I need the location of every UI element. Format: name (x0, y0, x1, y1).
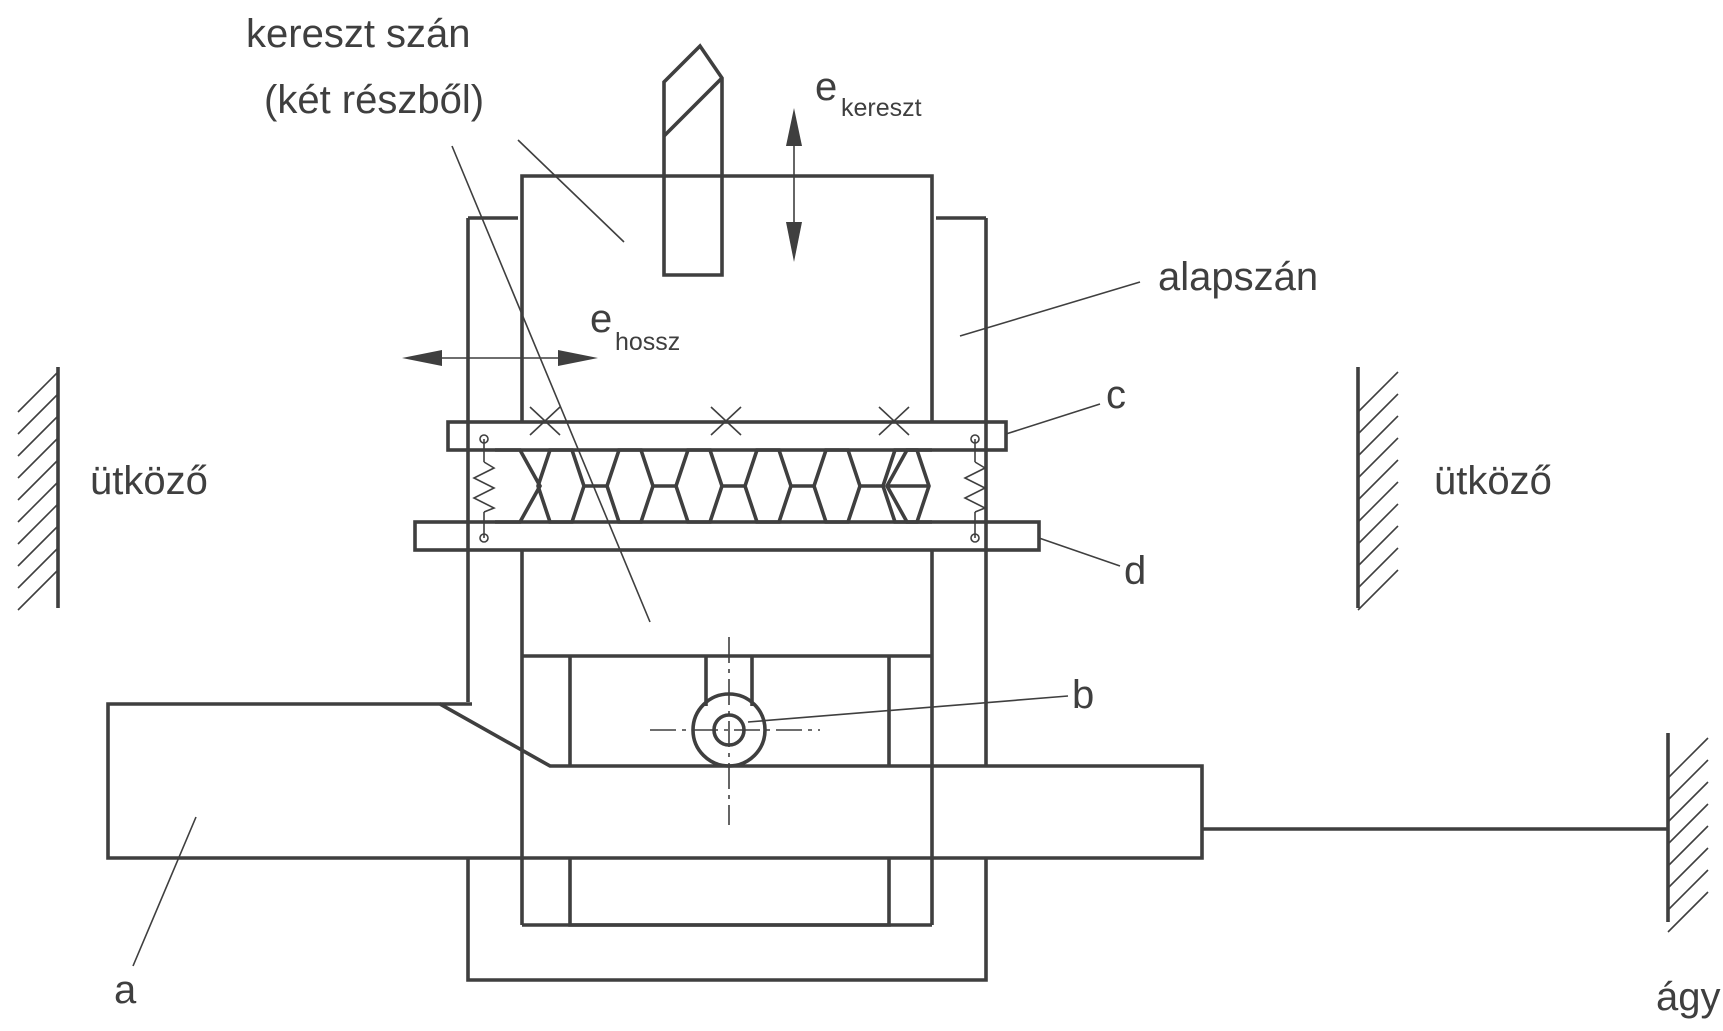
bed-wall (1202, 733, 1709, 933)
cross-slide-lower (520, 550, 934, 927)
label-e-hossz-sub: hossz (615, 328, 680, 356)
lever-a (106, 702, 1204, 860)
label-e-hossz: e (590, 297, 612, 341)
left-stop (17, 367, 60, 611)
pin-b (650, 637, 820, 825)
spring-left (472, 434, 496, 543)
right-stop-hatching (1357, 371, 1399, 611)
label-a: a (114, 968, 137, 1012)
base-slide (466, 216, 988, 982)
spring-right (963, 434, 987, 543)
wedge-element (605, 448, 655, 524)
leader-lines (132, 139, 1141, 967)
cutting-tool (662, 43, 724, 277)
arrow-e-hossz (402, 350, 598, 366)
weld-crosses (529, 406, 910, 436)
text-labels: kereszt szán (két részből) e kereszt e h… (90, 12, 1721, 1019)
label-kereszt-szan: kereszt szán (246, 12, 471, 56)
bed-wall-hatching (1667, 737, 1709, 933)
label-agy: ágy (1656, 975, 1721, 1019)
plate-d (413, 520, 1041, 552)
wedge-chain (495, 448, 932, 524)
plate-c (446, 406, 1008, 452)
wedge-element (812, 448, 862, 524)
label-ket-reszbol: (két részből) (264, 78, 484, 122)
arrow-e-kereszt (786, 108, 802, 262)
label-e-kereszt: e (815, 65, 837, 109)
wedge-element (743, 448, 793, 524)
right-stop (1356, 367, 1399, 611)
label-utkozo-right: ütköző (1434, 459, 1552, 503)
label-utkozo-left: ütköző (90, 459, 208, 503)
label-d: d (1124, 549, 1146, 593)
cross-slide-upper (520, 174, 934, 422)
label-b: b (1072, 673, 1094, 717)
label-e-kereszt-sub: kereszt (841, 94, 922, 122)
left-stop-hatching (17, 371, 59, 611)
label-alapszan: alapszán (1158, 255, 1318, 299)
wedge-element (674, 448, 724, 524)
label-c: c (1106, 373, 1126, 417)
wedge-element (536, 448, 586, 524)
